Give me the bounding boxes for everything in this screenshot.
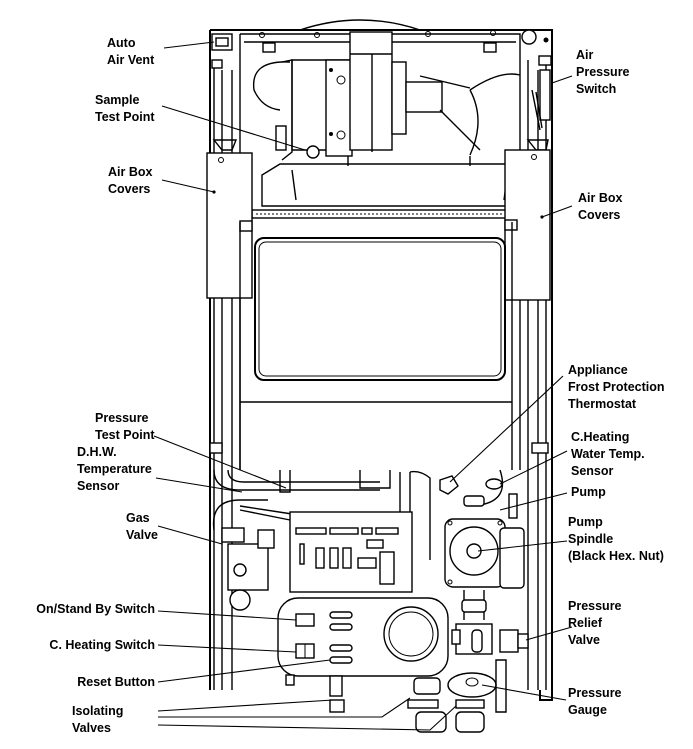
leader-pump <box>499 492 568 511</box>
leader-sample-test-point <box>161 105 306 151</box>
top-right-fittings <box>521 29 552 66</box>
leader-ch-switch <box>157 644 297 653</box>
leader-pressure-gauge <box>481 684 567 701</box>
label-sample-test-point: Sample Test Point <box>95 93 155 124</box>
hydraulic-fittings <box>329 590 529 733</box>
label-ch-water-temp-sensor: C.Heating Water Temp. Sensor <box>571 430 645 478</box>
heat-exchanger <box>209 222 549 470</box>
top-screws <box>259 30 497 53</box>
label-pressure-gauge: Pressure Gauge <box>568 686 622 717</box>
label-auto-air-vent: Auto Air Vent <box>107 36 155 67</box>
label-pressure-relief-valve: Pressure Relief Valve <box>568 599 622 647</box>
leader-dhw-sensor <box>155 477 243 493</box>
label-air-pressure-switch: Air Pressure Switch <box>576 48 630 96</box>
leader-isolating-valves-3 <box>157 705 457 731</box>
air-box-cover-left <box>206 152 253 299</box>
leader-on-standby-switch <box>157 610 297 621</box>
label-ch-switch: C. Heating Switch <box>49 638 155 652</box>
leader-isolating-valves-2 <box>158 697 411 718</box>
leader-gas-valve <box>157 525 223 545</box>
leader-air-box-covers-right <box>541 205 573 218</box>
label-reset-button: Reset Button <box>77 675 155 689</box>
leader-ch-water-sensor <box>499 450 568 485</box>
leader-isolating-valves-1 <box>157 699 334 712</box>
label-pump-spindle: Pump Spindle (Black Hex. Nut) <box>568 515 664 563</box>
leader-air-pressure-switch <box>551 75 573 84</box>
burner-strip <box>251 209 509 219</box>
label-on-standby-switch: On/Stand By Switch <box>36 602 155 616</box>
control-pcb <box>289 511 413 593</box>
leader-pump-spindle <box>477 540 568 552</box>
frost-thermostat-component <box>439 475 459 495</box>
pump-component <box>444 493 525 589</box>
leader-lines <box>153 41 573 731</box>
leader-reset-button <box>157 659 331 683</box>
gas-valve-component <box>212 499 293 611</box>
label-air-box-covers-right: Air Box Covers <box>578 191 623 222</box>
label-pressure-test-point: Pressure Test Point <box>95 411 155 442</box>
ch-water-sensor-component <box>485 478 503 490</box>
leader-pressure-test-point <box>153 435 287 489</box>
fan-assembly <box>252 31 523 207</box>
leader-auto-air-vent <box>163 41 215 49</box>
label-dhw-temperature-sensor: D.H.W. Temperature Sensor <box>77 445 152 493</box>
leader-pressure-relief-valve <box>525 626 573 641</box>
label-air-box-covers-left: Air Box Covers <box>108 165 153 196</box>
label-gas-valve: Gas Valve <box>126 511 158 542</box>
label-pump: Pump <box>571 485 606 499</box>
label-frost-protection-thermostat: Appliance Frost Protection Thermostat <box>568 363 665 411</box>
label-isolating-valves: Isolating Valves <box>72 704 124 735</box>
leader-frost-thermostat <box>449 375 564 483</box>
leader-air-box-covers-left <box>161 179 215 193</box>
control-panel <box>277 597 449 697</box>
